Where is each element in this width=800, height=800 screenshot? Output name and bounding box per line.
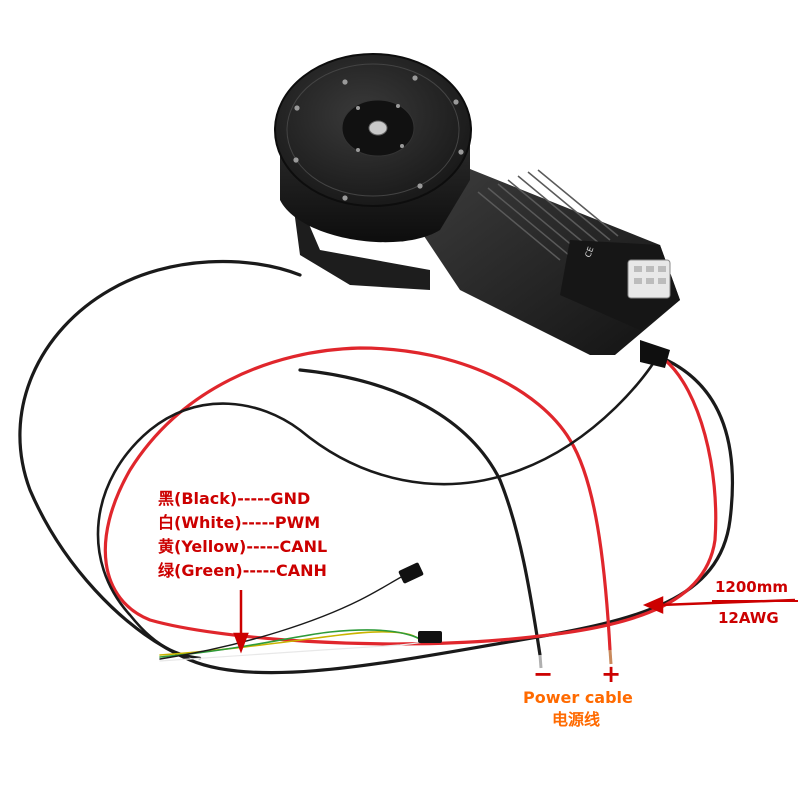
cable-spec-divider — [712, 600, 798, 602]
cable-length-label: 1200mm — [715, 578, 789, 596]
power-cable-label: Power cable — [523, 688, 633, 707]
rotor-outer-ring — [286, 63, 460, 197]
positive-terminal-sign: + — [601, 660, 622, 688]
rotor-screws — [293, 75, 464, 201]
red-wire-tip — [608, 649, 613, 665]
wire-label-arrow — [233, 590, 249, 654]
wire-label-white: 白(White)-----PWM — [158, 513, 321, 532]
black-wire-tip — [538, 654, 543, 669]
signal-cable — [96, 358, 657, 662]
pwm-connector — [398, 562, 424, 584]
wire-label-black: 黑(Black)-----GND — [158, 489, 311, 508]
negative-terminal-sign: − — [533, 660, 554, 688]
motor-mount-base — [290, 180, 430, 290]
red-power-cable — [103, 346, 718, 652]
motor-assembly: CE — [274, 53, 680, 368]
heatsink-fins — [477, 169, 619, 261]
wire-label-green: 绿(Green)-----CANH — [158, 561, 327, 580]
rotor-shaft — [368, 120, 388, 136]
wire-label-yellow: 黄(Yellow)-----CANL — [158, 537, 328, 556]
cable-gland — [640, 340, 670, 368]
led-grid — [634, 266, 666, 284]
ce-mark: CE — [583, 246, 595, 259]
can-connector — [418, 631, 442, 643]
power-cable-label-cn: 电源线 — [552, 710, 601, 729]
black-power-cable — [18, 259, 734, 675]
cable-gauge-label: 12AWG — [718, 609, 779, 627]
